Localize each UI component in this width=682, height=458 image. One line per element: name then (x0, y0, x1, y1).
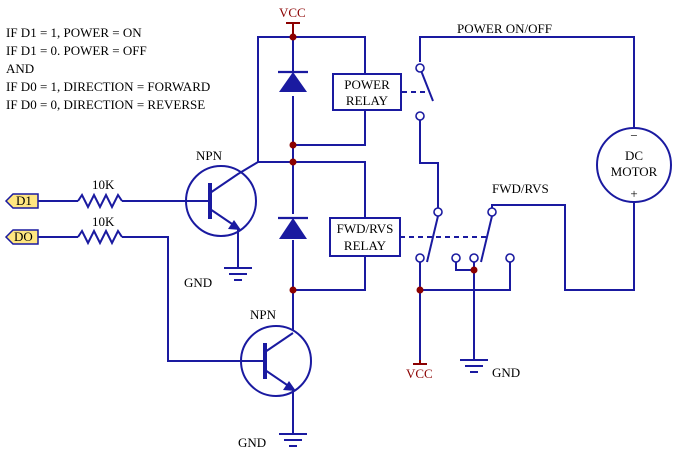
gnd-right-label: GND (492, 365, 520, 380)
gnd-right-symbol: GND (460, 359, 520, 380)
diode-fwd (278, 216, 308, 239)
note-line-3: AND (6, 61, 34, 76)
node-fwd-gnd (470, 266, 478, 274)
vcc-bottom-label: VCC (406, 366, 433, 381)
power-relay-line1: POWER (344, 77, 390, 92)
r1-label: 10K (92, 177, 115, 192)
node-coil-join (289, 158, 297, 166)
r2-label: 10K (92, 214, 115, 229)
vcc-top-label: VCC (279, 5, 306, 20)
power-switch-contact (415, 111, 425, 121)
gnd-q1-label: GND (184, 275, 212, 290)
power-switch: POWER ON/OFF (402, 21, 635, 208)
motor-plus: + (630, 186, 637, 201)
diode-power (278, 70, 308, 92)
note-line-1: IF D1 = 1, POWER = ON (6, 25, 142, 40)
node-vcc (289, 33, 297, 41)
node-coil1 (289, 141, 297, 149)
power-relay: POWER RELAY (332, 73, 402, 111)
gnd-q2-label: GND (238, 435, 266, 450)
input-d1-label: D1 (16, 193, 32, 208)
fwd-relay-line2: RELAY (344, 238, 387, 253)
vcc-top-symbol: VCC (279, 5, 306, 37)
note-line-5: IF D0 = 0, DIRECTION = REVERSE (6, 97, 205, 112)
fwd-left-contact-a (415, 253, 425, 263)
fwd-right-contact-b (505, 253, 515, 263)
npn-q1-label: NPN (196, 148, 223, 163)
npn-transistor-q2: NPN GND (238, 307, 312, 450)
motor-minus: − (630, 128, 637, 143)
fwd-right-contact-a (469, 253, 479, 263)
fwd-rvs-switch: FWD/RVS (400, 181, 635, 360)
power-switch-label: POWER ON/OFF (457, 21, 552, 36)
npn-transistor-q1: NPN GND (184, 148, 259, 290)
input-d0-label: DO (14, 229, 33, 244)
fwd-relay-line1: FWD/RVS (337, 221, 394, 236)
motor-line2: MOTOR (611, 164, 658, 179)
fwd-rvs-relay: FWD/RVS RELAY (329, 217, 401, 257)
node-fwd-vcc (416, 286, 424, 294)
logic-notes: IF D1 = 1, POWER = ON IF D1 = 0. POWER =… (6, 25, 210, 112)
input-d1: D1 10K (4, 177, 196, 210)
motor-line1: DC (625, 148, 643, 163)
power-relay-line2: RELAY (346, 93, 389, 108)
fwd-rvs-label: FWD/RVS (492, 181, 549, 196)
npn-q2-label: NPN (250, 307, 277, 322)
input-d0: DO 10K (4, 214, 250, 362)
fwd-left-pivot (433, 207, 443, 217)
relay-coil-wiring (257, 36, 366, 333)
fwd-right-pivot (487, 207, 497, 217)
fwd-left-contact-b (451, 253, 461, 263)
note-line-4: IF D0 = 1, DIRECTION = FORWARD (6, 79, 210, 94)
note-line-2: IF D1 = 0. POWER = OFF (6, 43, 147, 58)
node-coil2 (289, 286, 297, 294)
dc-motor: DC MOTOR − + (596, 127, 672, 203)
vcc-bottom-symbol: VCC (406, 360, 433, 381)
power-switch-pivot (415, 63, 425, 73)
